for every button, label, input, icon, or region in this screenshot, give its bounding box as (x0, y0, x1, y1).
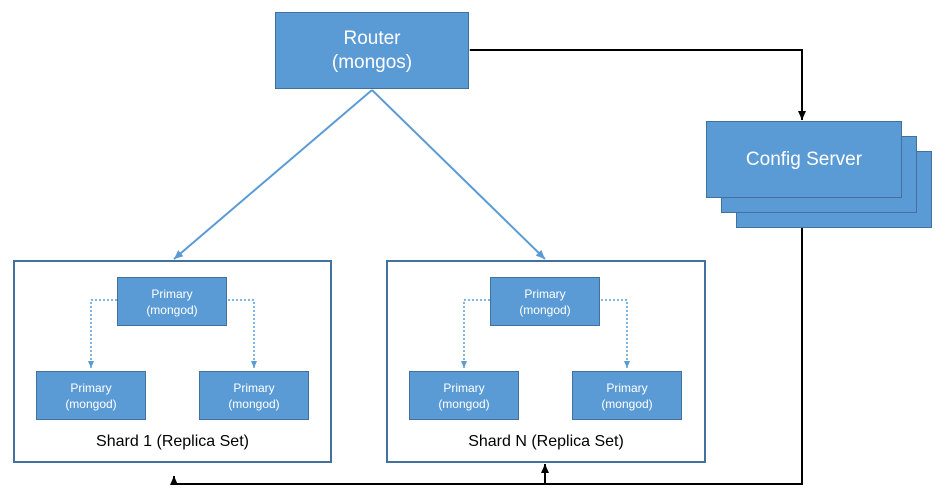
node-title: Primary (443, 380, 485, 395)
node-subtitle: (mongod) (519, 302, 571, 317)
node-title: Primary (606, 380, 648, 395)
router-subtitle: (mongos) (331, 51, 413, 73)
shard-n-container (386, 260, 706, 463)
shard-n-left-node: Primary (mongod) (409, 371, 519, 420)
router-to-shard-n-arrow (371, 89, 546, 260)
router-title: Router (343, 27, 401, 49)
node-subtitle: (mongod) (146, 302, 198, 317)
node-title: Primary (70, 380, 112, 395)
config-server-box: Config Server (706, 121, 902, 198)
router-to-shard-1-arrow (173, 89, 373, 260)
node-subtitle: (mongod) (601, 396, 653, 411)
shard-1-left-node: Primary (mongod) (36, 371, 146, 420)
shard-1-label: Shard 1 (Replica Set) (96, 433, 249, 450)
shard-1-right-node: Primary (mongod) (199, 371, 309, 420)
shard-1-top-node: Primary (mongod) (117, 277, 227, 326)
config-server-label: Config Server (745, 148, 863, 170)
node-subtitle: (mongod) (65, 396, 117, 411)
node-title: Primary (524, 286, 566, 301)
shard-n-right-node: Primary (mongod) (572, 371, 682, 420)
node-subtitle: (mongod) (228, 396, 280, 411)
shard-n-top-node: Primary (mongod) (490, 277, 600, 326)
node-subtitle: (mongod) (438, 396, 490, 411)
shard-1-container (13, 260, 332, 463)
node-title: Primary (151, 286, 193, 301)
node-title: Primary (233, 380, 275, 395)
router-config-connector (461, 46, 806, 120)
router-box: Router (mongos) (275, 12, 469, 89)
shard-n-label: Shard N (Replica Set) (468, 433, 624, 450)
